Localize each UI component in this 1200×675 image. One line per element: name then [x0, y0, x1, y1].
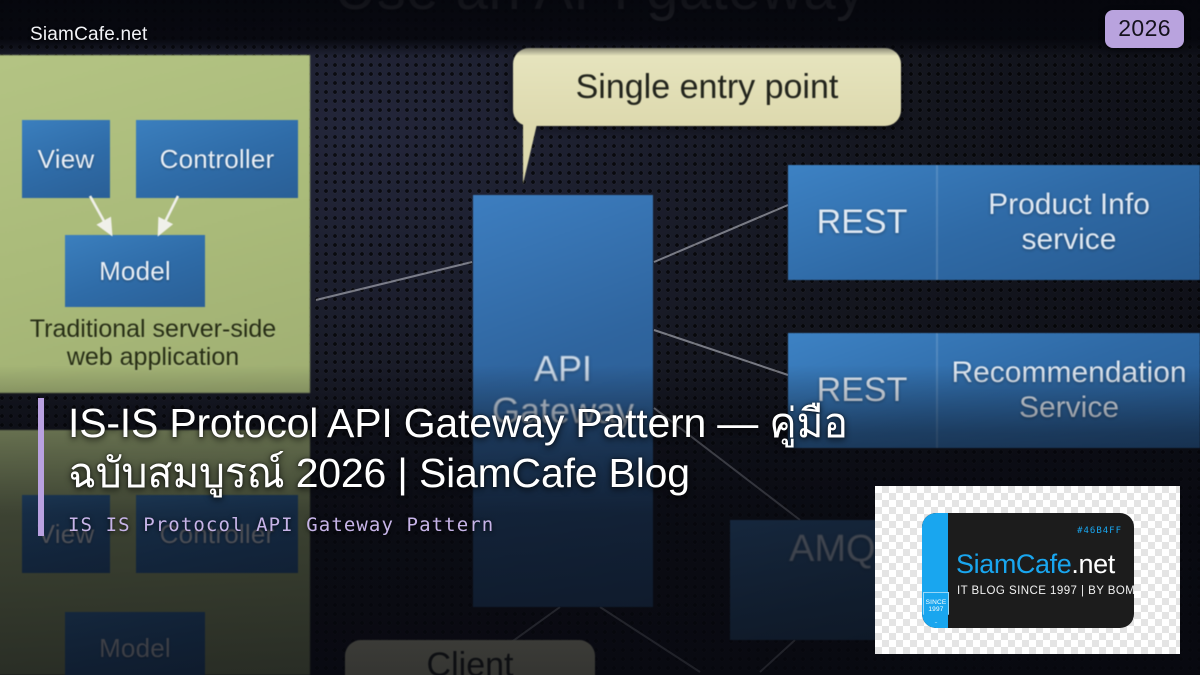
title-block: IS-IS Protocol API Gateway Pattern — คู่…: [38, 398, 858, 537]
service-product-info: REST Product Info service: [788, 165, 1200, 280]
logo-wordmark-suffix: .net: [1071, 549, 1115, 579]
logo-tagline: IT BLOG SINCE 1997 | BY BOM: [957, 585, 1134, 597]
page-title: IS-IS Protocol API Gateway Pattern — คู่…: [68, 400, 848, 497]
page-subtitle: IS IS Protocol API Gateway Pattern: [68, 514, 495, 537]
since-shield-line1: SINCE: [925, 599, 947, 606]
mvc-box-controller: Controller: [136, 120, 298, 198]
callout-single-entry-point: Single entry point: [513, 48, 901, 184]
mvc-caption: Traditional server-side web application: [8, 315, 298, 371]
logo-hex-code: #46B4FF: [1077, 526, 1122, 536]
service-product-info-name-line1: Product Info: [988, 188, 1150, 222]
top-scrim: [0, 0, 1200, 56]
year-badge: 2026: [1105, 10, 1184, 48]
logo-wordmark-primary: SiamCafe: [956, 549, 1072, 579]
mvc-box-controller-label: Controller: [159, 143, 275, 174]
mvc-box-model: Model: [65, 235, 205, 307]
mvc-box-view: View: [22, 120, 110, 198]
mvc-box-view-label: View: [37, 143, 95, 174]
service-product-info-name: Product Info service: [938, 165, 1200, 280]
callout-tail: [523, 124, 549, 184]
service-product-info-protocol: REST: [788, 165, 938, 280]
callout-single-entry-point-label: Single entry point: [575, 67, 839, 106]
since-shield-line2: 1997: [928, 606, 944, 614]
logo-inner-panel: SINCE 1997 #46B4FF SiamCafe.net IT BLOG …: [922, 513, 1134, 628]
logo-wordmark: SiamCafe.net: [956, 549, 1115, 580]
mvc-caption-line1: Traditional server-side: [29, 315, 277, 343]
mvc-box-model-label: Model: [99, 255, 171, 286]
logo-card: SINCE 1997 #46B4FF SiamCafe.net IT BLOG …: [875, 486, 1180, 654]
service-product-info-name-line2: service: [1021, 222, 1117, 256]
mvc-panel-upper: [0, 55, 310, 393]
site-name-watermark: SiamCafe.net: [30, 24, 148, 45]
mvc-arrows: [88, 195, 180, 237]
